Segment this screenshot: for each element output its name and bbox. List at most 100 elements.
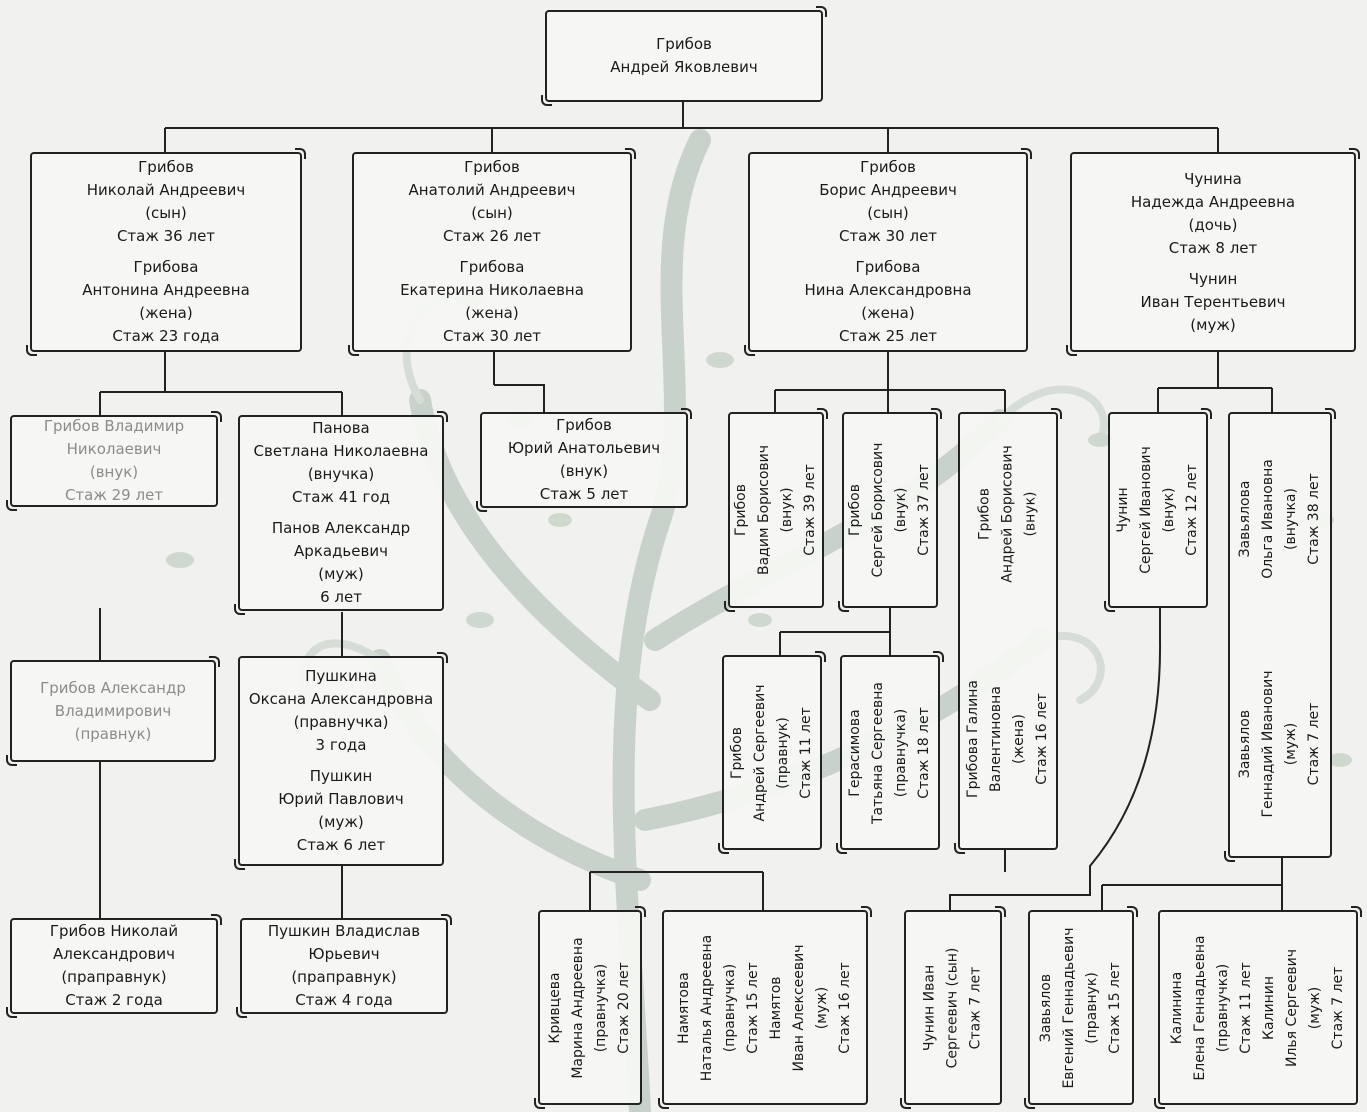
spouse-name: Геннадий Иванович: [1260, 670, 1276, 818]
tenure-line: Стаж 30 лет: [838, 227, 938, 245]
person-nikolai: Грибов Николай Андреевич (сын) Стаж 36 л…: [26, 148, 306, 356]
person-olga: Завьялова Ольга Ивановна (внучка) Стаж 3…: [1224, 408, 1336, 862]
name-line: Грибов: [729, 726, 745, 779]
tenure-line: Стаж 26 лет: [442, 227, 542, 245]
name-line: Грибов Александр: [40, 678, 186, 697]
name-line: Панова: [312, 419, 370, 437]
name-line: Татьяна Сергеевна: [870, 681, 886, 824]
person-vladimir: Грибов Владимир Николаевич (внук) Стаж 2…: [6, 411, 222, 511]
relation-line: (внук): [893, 487, 909, 533]
spouse-surname: Чунин: [1188, 269, 1238, 288]
spouse-name: Екатерина Николаевна: [400, 281, 584, 299]
relation-line: (правнучка): [1215, 963, 1231, 1052]
tenure-line: Стаж 12 лет: [1184, 464, 1200, 556]
relation-line: (дочь): [1188, 215, 1238, 234]
spouse-relation: (жена): [861, 304, 915, 322]
name-line: Андрей Борисович: [999, 445, 1016, 583]
tenure-line: Стаж 11 лет: [798, 706, 814, 799]
tenure-line: Стаж 15 лет: [1107, 961, 1123, 1054]
tenure-line: Стаж 4 года: [295, 991, 393, 1009]
spouse-relation: (муж): [1283, 722, 1299, 766]
name-line: Грибов: [733, 484, 749, 536]
spouse-surname: Грибова: [133, 258, 199, 276]
relation-line: (сын): [145, 204, 187, 222]
name-line: Юрьевич: [308, 945, 380, 963]
name-line: Владимирович: [54, 701, 172, 720]
person-elena: Калинина Елена Геннадьевна (правнучка) С…: [1154, 906, 1362, 1109]
tenure-line: Стаж 11 лет: [1238, 961, 1254, 1054]
spouse-surname: Намятов: [768, 975, 784, 1040]
spouse-tenure: Стаж 7 лет: [1306, 702, 1322, 786]
spouse-relation: (муж): [814, 986, 830, 1029]
name-line: Калинина: [1169, 971, 1185, 1044]
person-marina: Кривцева Марина Андреевна (правнучка) Ст…: [534, 906, 646, 1109]
spouse-tenure: Стаж 6 лет: [296, 836, 386, 854]
person-vadim: Грибов Вадим Борисович (внук) Стаж 39 ле…: [724, 408, 828, 612]
name-line: Андрей Сергеевич: [752, 684, 768, 821]
relation-line: (внук): [559, 462, 609, 480]
tenure-line: Стаж 8 лет: [1168, 238, 1258, 257]
tenure-line: Стаж 15 лет: [745, 961, 761, 1054]
name-line: Оксана Александровна: [248, 690, 434, 708]
person-boris: Грибов Борис Андреевич (сын) Стаж 30 лет…: [744, 148, 1032, 356]
person-natalya: Намятова Наталья Андреевна (правнучка) С…: [658, 906, 872, 1109]
tenure-line: Стаж 18 лет: [916, 706, 932, 799]
tenure-line: Стаж 39 лет: [802, 464, 818, 556]
person-ivan-s: Чунин Иван Сергеевич (сын) Стаж 7 лет: [900, 906, 1006, 1109]
spouse-relation: (жена): [1011, 714, 1027, 764]
name-line: Юрий Анатольевич: [507, 439, 661, 457]
name-line: Евгений Геннадьевич: [1061, 926, 1077, 1089]
name-line: Вадим Борисович: [756, 444, 772, 576]
spouse-surname: Калинин: [1261, 975, 1277, 1040]
name-line: Анатолий Андреевич: [408, 181, 576, 199]
name-line: Александрович: [53, 945, 175, 963]
person-oksana: Пушкина Оксана Александровна (правнучка)…: [234, 652, 448, 870]
spouse-name: Аркадьевич: [294, 542, 388, 560]
name-line: Ольга Ивановна: [1260, 459, 1276, 579]
name-line: Намятова: [676, 971, 692, 1044]
name-line: Грибов Николай: [49, 922, 179, 940]
person-vladislav: Пушкин Владислав Юрьевич (праправнук) Ст…: [236, 914, 452, 1018]
person-andrey-s: Грибов Андрей Сергеевич (правнук) Стаж 1…: [718, 651, 826, 854]
name-line: Завьялов: [1038, 973, 1054, 1042]
name-line: Марина Андреевна: [570, 936, 586, 1079]
person-root: Грибов Андрей Яковлевич: [541, 6, 827, 106]
name-line: Кривцева: [547, 971, 563, 1044]
spouse-tenure: Стаж 16 лет: [837, 961, 853, 1054]
person-anatoly: Грибов Анатолий Андреевич (сын) Стаж 26 …: [348, 148, 636, 356]
spouse-tenure: Стаж 16 лет: [1034, 693, 1050, 785]
name-line: Светлана Николаевна: [253, 442, 429, 460]
name-line: Николай Андреевич: [86, 181, 246, 199]
name-line: Грибов: [860, 158, 916, 176]
spouse-name: Нина Александровна: [804, 281, 972, 299]
spouse-tenure: Стаж 25 лет: [838, 327, 938, 345]
person-yuri: Грибов Юрий Анатольевич (внук) Стаж 5 ле…: [476, 408, 692, 512]
name-line: Пушкин Владислав: [267, 922, 421, 940]
spouse-name: Иван Терентьевич: [1140, 292, 1286, 311]
name-line: Завьялова: [1237, 480, 1253, 558]
person-nikolai2: Грибов Николай Александрович (праправнук…: [6, 914, 222, 1018]
tenure-line: Стаж 20 лет: [616, 961, 632, 1054]
spouse-tenure: Стаж 23 года: [112, 327, 220, 345]
spouse-surname: Грибова: [459, 258, 525, 276]
spouse-surname: Пушкин: [309, 767, 373, 785]
name-line: Борис Андреевич: [819, 181, 957, 199]
relation-line: (правнук): [775, 716, 791, 789]
tenure-line: Стаж 37 лет: [916, 464, 932, 556]
tenure-line: Стаж 7 лет: [967, 966, 984, 1049]
tenure-line: Стаж 41 год: [292, 488, 390, 506]
relation-line: (правнучка): [593, 963, 609, 1052]
relation-line: (внук): [89, 463, 139, 481]
relation-line: (сын): [867, 204, 909, 222]
spouse-tenure: Стаж 30 лет: [442, 327, 542, 345]
tenure-line: Стаж 5 лет: [539, 485, 629, 503]
spouse-name: Иван Алексеевич: [791, 943, 807, 1072]
name-line: Елена Геннадьевна: [1192, 934, 1208, 1081]
tenure-line: Стаж 36 лет: [116, 227, 216, 245]
person-evgeny: Завьялов Евгений Геннадьевич (правнук) С…: [1024, 906, 1138, 1109]
relation-line: (сын): [471, 204, 513, 222]
relation-line: (правнучка): [893, 708, 909, 797]
name-line: Чунина: [1184, 169, 1242, 188]
tenure-line: Стаж 29 лет: [64, 486, 164, 504]
